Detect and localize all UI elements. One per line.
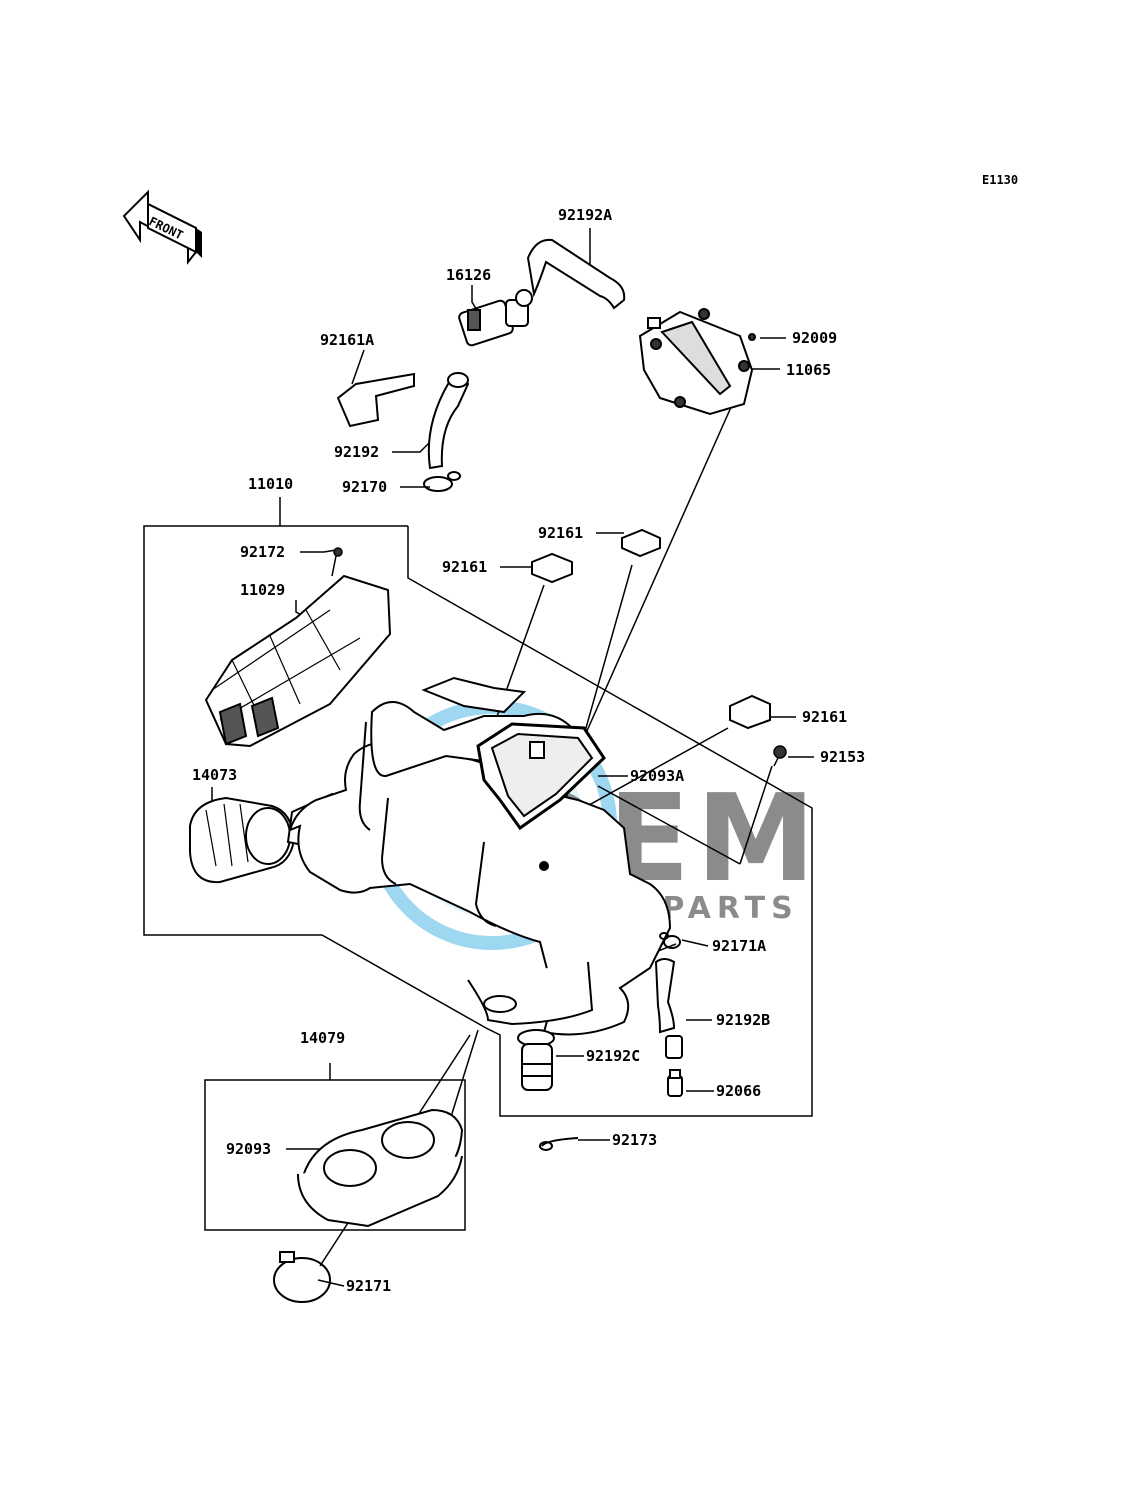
diagram-code: E1130 [982,173,1018,187]
label-92161-b: 92161 [442,558,487,576]
group-box-11010 [143,525,813,1117]
label-92170: 92170 [342,478,387,496]
part-labels: 92192A 16126 92009 92161A 11065 92192 92… [192,206,865,1295]
label-92192: 92192 [334,443,379,461]
duct-14073 [189,796,296,884]
label-11010: 11010 [248,475,293,493]
label-11065: 11065 [786,361,831,379]
bolt-92153 [773,745,787,767]
label-92066: 92066 [716,1082,761,1100]
label-92161A: 92161A [320,331,374,349]
label-16126: 16126 [446,266,491,284]
group-box-14079 [204,1063,466,1231]
label-11029: 11029 [240,581,285,599]
pad-92161-c [729,694,771,730]
label-92093A: 92093A [630,767,684,785]
label-92192B: 92192B [716,1011,770,1029]
label-14073: 14073 [192,766,237,784]
plug-92066 [667,1069,683,1097]
label-92173: 92173 [612,1131,657,1149]
pad-92161-b [531,552,573,584]
air-cleaner-housing-11010 [286,676,672,1036]
air-filter-element-11029 [204,574,392,748]
valve-16126 [458,289,533,347]
hose-92192A [526,238,626,310]
clamp-92171 [273,1251,331,1303]
hose-92192 [427,372,470,470]
pad-92161-a [621,528,661,558]
label-92192A: 92192A [558,206,612,224]
label-92171A: 92171A [712,937,766,955]
holder-14079 [297,1108,464,1228]
label-92192C: 92192C [586,1047,640,1065]
label-14079: 14079 [300,1029,345,1047]
pad-92161A [336,372,415,428]
cover-11065 [638,308,756,416]
plug-92192C [517,1029,555,1091]
label-92093: 92093 [226,1140,271,1158]
label-92009: 92009 [792,329,837,347]
label-92171: 92171 [346,1277,391,1295]
label-92172: 92172 [240,543,285,561]
screw-92172 [331,547,343,577]
clip-92171A [659,932,681,949]
label-92161-c: 92161 [802,708,847,726]
hose-92192B [654,958,683,1059]
label-92153: 92153 [820,748,865,766]
label-92161-a: 92161 [538,524,583,542]
clamp-92173 [539,1137,579,1151]
clip-92170 [423,471,461,492]
front-arrow-icon: FRONT [122,189,202,265]
